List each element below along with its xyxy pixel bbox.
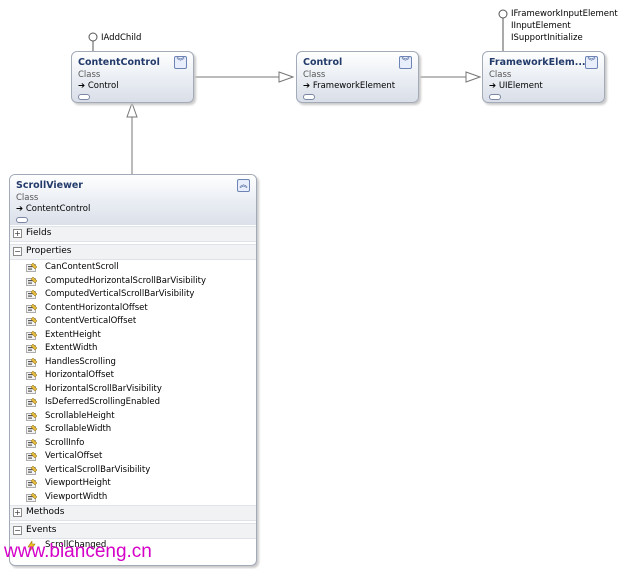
class-stereotype: Class xyxy=(303,70,326,80)
property-icon xyxy=(26,371,37,380)
class-icon xyxy=(16,217,28,223)
expand-icon[interactable]: + xyxy=(13,508,22,517)
section-label: Methods xyxy=(26,507,65,517)
collapse-icon[interactable]: − xyxy=(13,247,22,256)
class-icon xyxy=(78,94,90,100)
property-label: HandlesScrolling xyxy=(45,356,116,367)
class-name: ScrollViewer xyxy=(16,180,83,191)
interface-label: ISupportInitialize xyxy=(511,33,583,43)
collapse-icon[interactable]: − xyxy=(13,526,22,535)
base-class: ➔ ContentControl xyxy=(16,204,91,214)
section-methods[interactable]: + Methods xyxy=(10,505,256,521)
class-stereotype: Class xyxy=(16,193,39,203)
interface-label: IAddChild xyxy=(101,33,142,43)
property-icon xyxy=(26,357,37,367)
property-icon xyxy=(26,425,37,434)
section-label: Properties xyxy=(26,246,72,256)
property-icon xyxy=(26,492,37,502)
section-events[interactable]: − Events xyxy=(10,523,256,539)
property-icon xyxy=(26,398,37,407)
class-scrollviewer[interactable]: ScrollViewer ︽ Class ➔ ContentControl + … xyxy=(9,174,257,566)
property-icon xyxy=(26,317,37,326)
class-header: ScrollViewer ︽ Class ➔ ContentControl xyxy=(10,175,256,225)
base-class: ➔ UIElement xyxy=(489,81,543,91)
chevron-down-icon[interactable]: ︾ xyxy=(585,56,598,69)
class-stereotype: Class xyxy=(78,70,101,80)
chevron-down-icon[interactable]: ︾ xyxy=(399,56,412,69)
property-label: ViewportHeight xyxy=(45,478,111,488)
class-stereotype: Class xyxy=(489,70,512,80)
event-label: ScrollChanged xyxy=(45,540,107,550)
property-label: ScrollableHeight xyxy=(45,410,115,421)
expand-icon[interactable]: + xyxy=(13,229,22,238)
property-icon xyxy=(26,452,37,461)
property-label: ExtentWidth xyxy=(45,343,98,353)
property-icon xyxy=(26,290,37,299)
class-header-content: ScrollViewer ︽ Class ➔ ContentControl xyxy=(10,175,256,225)
section-label: Events xyxy=(26,525,57,535)
inherit-arrow-icon: ➔ xyxy=(78,81,86,91)
inherit-arrow-icon: ➔ xyxy=(489,81,497,91)
lightning-icon xyxy=(27,541,36,551)
chevron-up-icon[interactable]: ︽ xyxy=(237,179,250,192)
property-icon xyxy=(26,303,37,313)
property-icon xyxy=(26,479,37,488)
property-icon xyxy=(26,263,37,272)
property-label: CanContentScroll xyxy=(45,262,119,272)
property-icon xyxy=(26,411,37,421)
lollipop-frameworkelement-icon xyxy=(498,9,508,19)
class-icon xyxy=(303,94,315,100)
property-icon xyxy=(26,330,37,340)
property-icon xyxy=(26,465,37,475)
section-label: Fields xyxy=(26,228,52,238)
property-icon xyxy=(26,276,37,286)
class-contentcontrol[interactable]: ContentControl ︾ Class ➔ Control xyxy=(71,51,194,103)
property-icon xyxy=(26,344,37,353)
property-label: ScrollableWidth xyxy=(45,424,112,434)
interface-label: IInputElement xyxy=(511,21,571,31)
property-label: ExtentHeight xyxy=(45,329,101,340)
property-label: HorizontalScrollBarVisibility xyxy=(45,383,162,394)
base-class: ➔ FrameworkElement xyxy=(303,81,396,91)
inheritance-arrow-icon xyxy=(126,101,138,118)
property-label: ScrollInfo xyxy=(45,437,85,448)
class-name: FrameworkElem... xyxy=(489,57,586,68)
property-label: ContentHorizontalOffset xyxy=(45,302,148,313)
property-label: VerticalScrollBarVisibility xyxy=(45,464,151,475)
property-label: ViewportWidth xyxy=(45,491,108,502)
class-name: Control xyxy=(303,57,343,68)
inherit-arrow-icon: ➔ xyxy=(16,204,24,214)
property-icon xyxy=(26,438,37,448)
lollipop-iaddchild-icon xyxy=(88,32,98,42)
property-label: HorizontalOffset xyxy=(45,370,114,380)
section-properties[interactable]: − Properties xyxy=(10,244,256,260)
watermark-text: www.bianceng.cn xyxy=(4,541,152,562)
inheritance-arrow-icon xyxy=(465,71,482,83)
class-name: ContentControl xyxy=(78,57,160,68)
section-fields[interactable]: + Fields xyxy=(10,226,256,242)
chevron-down-icon[interactable]: ︾ xyxy=(174,56,187,69)
property-label: ContentVerticalOffset xyxy=(45,316,137,326)
property-label: VerticalOffset xyxy=(45,451,103,461)
property-icon xyxy=(26,384,37,394)
class-frameworkelement[interactable]: FrameworkElem... ︾ Class ➔ UIElement xyxy=(482,51,605,103)
inheritance-arrow-icon xyxy=(278,71,295,83)
inherit-arrow-icon: ➔ xyxy=(303,81,311,91)
interface-label: IFrameworkInputElement xyxy=(511,9,618,19)
property-label: ComputedHorizontalScrollBarVisibility xyxy=(45,275,207,286)
base-class: ➔ Control xyxy=(78,81,119,91)
property-label: ComputedVerticalScrollBarVisibility xyxy=(45,289,195,299)
class-control[interactable]: Control ︾ Class ➔ FrameworkElement xyxy=(296,51,419,103)
class-icon xyxy=(489,94,501,100)
property-label: IsDeferredScrollingEnabled xyxy=(45,397,161,407)
